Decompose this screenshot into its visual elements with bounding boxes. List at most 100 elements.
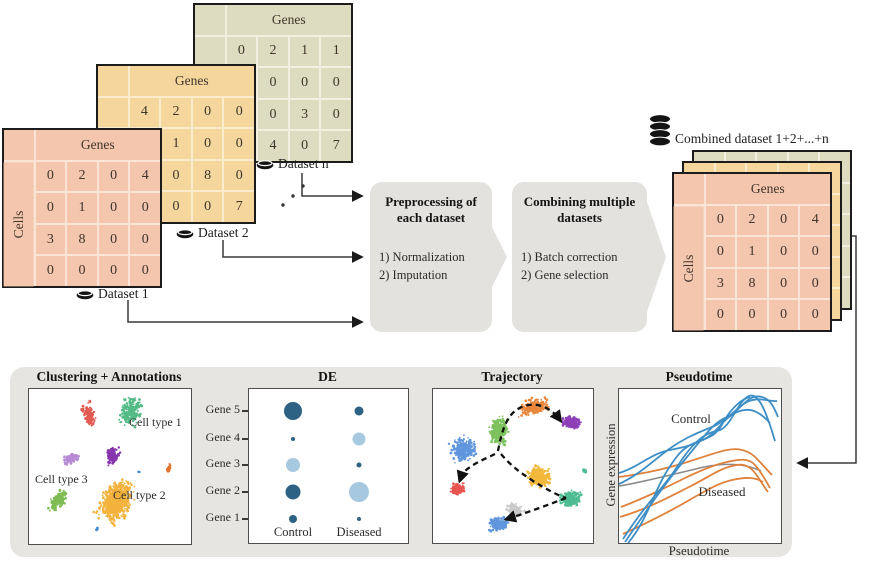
matrix-value-cell: 4 bbox=[130, 161, 160, 192]
pseudotime-axis-label: Pseudotime bbox=[668, 543, 730, 558]
diseased-curve bbox=[619, 448, 773, 478]
de-dot-control bbox=[291, 437, 295, 441]
axis-tick bbox=[242, 438, 248, 440]
matrix-value-cell: 2 bbox=[161, 97, 191, 128]
matrix-value-cell: 0 bbox=[35, 256, 66, 286]
cluster-lavender bbox=[63, 452, 80, 466]
gene-label: Gene 2 bbox=[205, 483, 240, 497]
matrix-value-cell: 2 bbox=[67, 161, 97, 192]
process-item: 1) Normalization bbox=[379, 249, 465, 264]
matrix-value-cell: 4 bbox=[129, 97, 160, 128]
dataset-2-label: Dataset 2 bbox=[176, 225, 249, 241]
clustering-scatter bbox=[47, 396, 172, 532]
matrix-value-cell: 4 bbox=[258, 131, 288, 161]
diseased-curve-label: Diseased bbox=[698, 484, 746, 499]
matrix-value-cell: 0 bbox=[289, 68, 320, 98]
de-dot-diseased bbox=[357, 517, 361, 521]
pseudotime-title: Pseudotime bbox=[665, 369, 733, 384]
matrix-value-cell: 0 bbox=[258, 68, 288, 98]
matrix-value-cell: 1 bbox=[67, 193, 97, 223]
cells-axis-label: Cells bbox=[4, 161, 34, 286]
dataset-2-label-text: Dataset 2 bbox=[198, 225, 249, 240]
dataset-1-label-text: Dataset 1 bbox=[98, 286, 149, 301]
matrix-value-cell: 8 bbox=[737, 268, 767, 299]
cells-axis-label: Cells bbox=[674, 205, 704, 330]
control-curve bbox=[619, 409, 771, 474]
database-icon bbox=[649, 114, 671, 147]
diseased-curve bbox=[622, 477, 764, 535]
clustering-plot: Cell type 1 Cell type 3 Cell type 2 bbox=[28, 388, 192, 545]
matrix-value-cell: 3 bbox=[705, 268, 736, 299]
clustering-title: Clustering + Annotations bbox=[36, 369, 182, 384]
matrix-value-cell: 1 bbox=[289, 36, 320, 67]
matrix-value-cell: 0 bbox=[800, 300, 830, 330]
cell-type-annotation: Cell type 1 bbox=[129, 415, 182, 429]
diseased-curve bbox=[619, 463, 769, 518]
matrix-value-cell: 0 bbox=[130, 193, 160, 223]
cluster-blue-left bbox=[447, 434, 478, 464]
de-dot-diseased bbox=[354, 406, 364, 416]
matrix-value-cell: 0 bbox=[130, 224, 160, 255]
disk-icon bbox=[176, 228, 194, 238]
matrix-value-cell: 1 bbox=[321, 36, 351, 67]
matrix-value-cell: 7 bbox=[224, 192, 254, 222]
cluster-blue-speck-a bbox=[137, 470, 141, 474]
genes-header: Genes bbox=[35, 130, 160, 160]
matrix-value-cell: 0 bbox=[224, 97, 254, 128]
gene-label: Gene 1 bbox=[205, 510, 240, 524]
cluster-teal-specks bbox=[582, 468, 588, 474]
matrix-value-cell: 0 bbox=[67, 256, 97, 286]
cluster-teal bbox=[558, 489, 583, 507]
cell-type-annotation: Cell type 3 bbox=[35, 472, 88, 486]
matrix-value-cell: 0 bbox=[737, 300, 767, 330]
de-dot-control bbox=[289, 515, 297, 523]
cluster-purple bbox=[561, 415, 582, 430]
cluster-red bbox=[80, 399, 97, 427]
matrix-value-cell: 0 bbox=[768, 237, 799, 267]
matrix-value-cell: 4 bbox=[800, 205, 830, 236]
matrix-corner-cell bbox=[98, 66, 128, 96]
matrix-value-cell: 0 bbox=[224, 160, 254, 191]
combined-dataset-label: Combined dataset 1+2+...+n bbox=[675, 131, 829, 146]
matrix-value-cell: 0 bbox=[258, 99, 288, 130]
genes-header: Genes bbox=[705, 174, 830, 204]
trajectory-scatter bbox=[447, 396, 588, 533]
diseased-curve bbox=[620, 458, 771, 508]
de-dot-diseased bbox=[352, 432, 366, 446]
disk-icon bbox=[256, 159, 274, 169]
matrix-value-cell: 0 bbox=[35, 193, 66, 223]
gene-label: Gene 5 bbox=[205, 402, 240, 416]
matrix-corner-cell bbox=[4, 130, 34, 160]
matrix-value-cell: 0 bbox=[800, 268, 830, 299]
matrix-value-cell: 0 bbox=[705, 300, 736, 330]
cell-type-annotation: Cell type 2 bbox=[113, 488, 166, 502]
dataset-1-label: Dataset 1 bbox=[76, 286, 149, 302]
cluster-purple bbox=[106, 446, 122, 467]
control-curve bbox=[619, 398, 778, 485]
cluster-blue-bottom bbox=[488, 515, 510, 533]
matrix-value-cell: 0 bbox=[98, 193, 129, 223]
axis-tick bbox=[242, 518, 248, 520]
trajectory-path bbox=[496, 403, 563, 452]
matrix-value-cell: 0 bbox=[289, 131, 320, 161]
cluster-green bbox=[488, 415, 510, 447]
process-item: 2) Imputation bbox=[379, 267, 448, 282]
matrix-value-cell: 0 bbox=[224, 129, 254, 159]
disk-icon bbox=[76, 289, 94, 299]
dataset-n-label-text: Dataset n bbox=[278, 156, 329, 171]
matrix-corner-cell bbox=[674, 174, 704, 204]
pseudotime-plot: Control Diseased bbox=[618, 388, 782, 544]
matrix-value-cell: 0 bbox=[192, 192, 223, 222]
trajectory-plot bbox=[432, 388, 594, 544]
de-dots bbox=[284, 402, 369, 523]
matrix-cell bbox=[98, 97, 128, 128]
matrix-value-cell: 0 bbox=[161, 160, 191, 191]
gene-expression-axis-label: Gene expression bbox=[604, 423, 618, 507]
